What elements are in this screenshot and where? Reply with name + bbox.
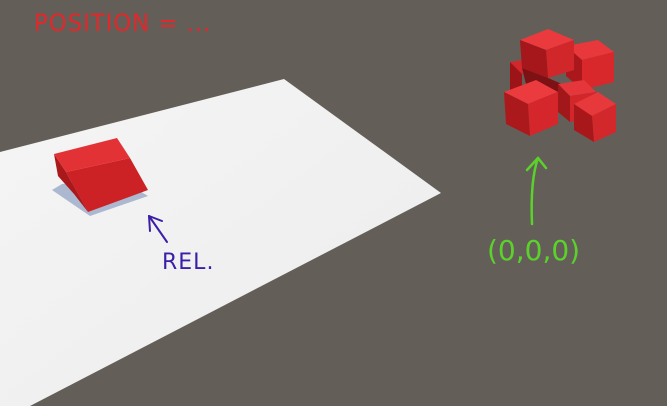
relative-cube [54, 138, 148, 212]
purple-arrow-icon [148, 215, 168, 243]
ground-plane [0, 79, 441, 406]
origin-coordinates-label: (0,0,0) [487, 234, 581, 267]
position-annotation-title: POSITION = ... [34, 9, 212, 37]
green-arrow-icon [525, 156, 548, 226]
origin-cube-cluster [504, 29, 616, 142]
relative-label: REL. [162, 250, 215, 275]
